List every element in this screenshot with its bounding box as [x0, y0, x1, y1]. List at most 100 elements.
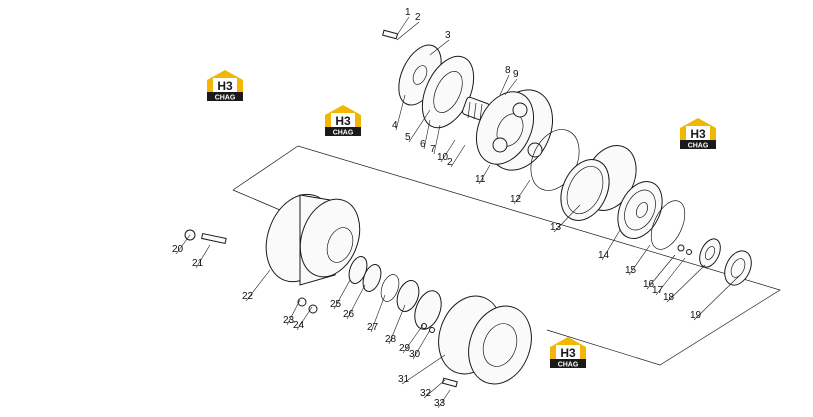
callout-number: 30 — [409, 349, 421, 360]
callout-leader — [402, 324, 424, 354]
callout-number: 27 — [367, 322, 379, 333]
callout-number: 25 — [330, 299, 342, 310]
callout-leader — [433, 124, 441, 155]
callout-number: 12 — [510, 194, 522, 205]
callout-number: 9 — [513, 69, 519, 80]
callout-leader — [346, 284, 366, 320]
callout-leader — [396, 21, 420, 41]
callout-leader — [412, 329, 431, 360]
callout-leader — [429, 39, 450, 56]
callout-number: 22 — [242, 291, 254, 302]
callout-number: 19 — [690, 310, 702, 321]
bearing — [724, 250, 752, 286]
callout-number: 6 — [420, 139, 426, 150]
callout-number: 26 — [343, 309, 355, 320]
callout-number: 11 — [475, 174, 486, 185]
callout-leader — [175, 234, 191, 255]
callout-number: 16 — [643, 279, 655, 290]
washer-lower — [308, 304, 318, 314]
callout-number: 29 — [399, 343, 411, 354]
callout-number: 28 — [385, 334, 397, 345]
callout-number: 15 — [625, 265, 637, 276]
callout-leader — [655, 257, 686, 296]
ring-gear — [560, 145, 637, 221]
callout-leader — [450, 144, 466, 168]
svg-text:H3: H3 — [560, 346, 576, 360]
callout-leader — [553, 204, 581, 233]
callout-leader — [401, 354, 446, 385]
callout-number: 5 — [405, 132, 411, 143]
snap-ring — [650, 200, 686, 250]
bolt-top — [382, 29, 399, 40]
svg-text:H3: H3 — [217, 79, 233, 93]
callout-leaders — [175, 16, 741, 409]
callout-number: 33 — [434, 398, 446, 409]
retainer-ring — [414, 290, 442, 330]
callout-number: 1 — [405, 7, 411, 18]
callout-number: 32 — [420, 388, 432, 399]
bolt-lower — [441, 377, 458, 388]
callout-leader — [478, 164, 491, 185]
callout-leader — [499, 74, 510, 96]
callout-leader — [370, 294, 386, 333]
svg-text:CHAG: CHAG — [558, 362, 579, 369]
pin-30 — [429, 327, 435, 333]
callout-leader — [286, 299, 301, 326]
gasket — [421, 55, 475, 129]
callout-number: 24 — [293, 320, 305, 331]
svg-text:CHAG: CHAG — [688, 143, 709, 150]
seal — [699, 238, 721, 268]
callout-number: 2 — [415, 12, 421, 23]
wheel-bolt — [184, 229, 227, 245]
wheel-housing — [265, 193, 361, 286]
callout-number: 23 — [283, 315, 295, 326]
brake-disc — [438, 295, 532, 385]
assembly-frame — [232, 145, 781, 366]
callout-leader — [296, 306, 313, 331]
callout-number: 4 — [392, 120, 398, 131]
pin-small — [686, 249, 692, 255]
ring-gear-hub — [617, 181, 663, 239]
callout-leader — [601, 229, 621, 261]
callout-number: 3 — [445, 30, 451, 41]
svg-text:CHAG: CHAG — [215, 95, 236, 102]
svg-text:H3: H3 — [690, 127, 706, 141]
callout-leader — [388, 304, 406, 345]
callout-leader — [628, 244, 651, 276]
snap-ring-27 — [380, 274, 400, 302]
callout-leader — [423, 379, 446, 399]
callout-number: 31 — [398, 374, 410, 385]
callout-leader — [395, 94, 406, 131]
callout-leader — [504, 78, 518, 96]
callout-number: 17 — [652, 285, 664, 296]
callout-number: 8 — [505, 65, 511, 76]
callout-number: 10 — [437, 152, 449, 163]
callout-leader — [408, 109, 431, 143]
callout-leader — [333, 279, 351, 310]
callout-number: 7 — [430, 144, 436, 155]
callout-number: 13 — [550, 222, 562, 233]
callout-leader — [396, 16, 410, 36]
callout-leader — [513, 179, 531, 205]
pin-29 — [421, 323, 427, 329]
callout-number: 18 — [663, 292, 675, 303]
callout-leader — [646, 254, 676, 290]
callout-number: 2 — [447, 157, 453, 168]
planet-carrier — [475, 89, 553, 171]
callout-number: 21 — [192, 258, 204, 269]
callout-leader — [437, 389, 451, 409]
svg-text:CHAG: CHAG — [333, 130, 354, 137]
washer-small — [677, 244, 685, 252]
callout-leader — [195, 244, 211, 269]
callout-number: 14 — [598, 250, 610, 261]
svg-text:H3: H3 — [335, 114, 351, 128]
callout-leader — [245, 269, 271, 302]
callout-number: 20 — [172, 244, 184, 255]
